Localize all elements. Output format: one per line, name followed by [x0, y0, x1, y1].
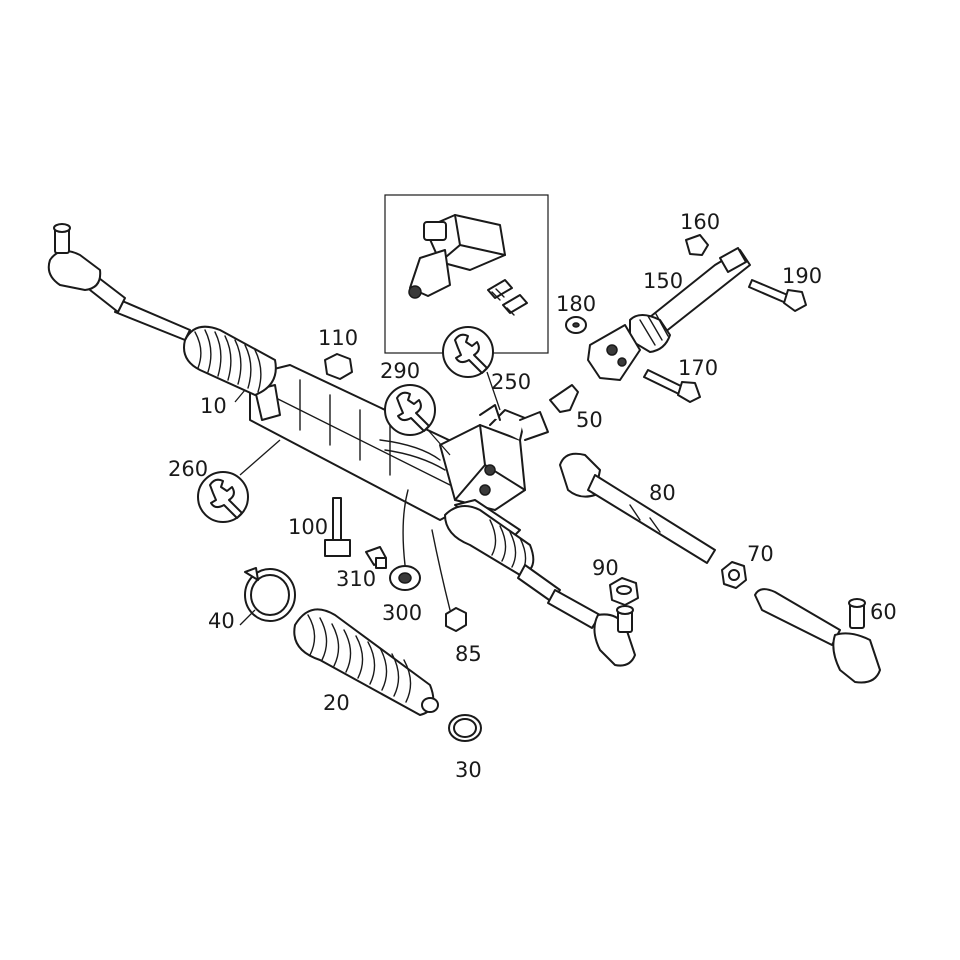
- ring-300: [389, 565, 421, 591]
- bolt-170: [643, 369, 701, 403]
- callout-170: 170: [678, 356, 718, 380]
- bolt-310: [365, 546, 387, 569]
- nut-90: [609, 577, 639, 606]
- left-tie-rod: [47, 223, 191, 341]
- clip-50: [549, 384, 579, 413]
- washer-180: [565, 316, 587, 334]
- nut-85: [445, 607, 467, 632]
- nut-110: [324, 353, 353, 380]
- callout-180: 180: [556, 292, 596, 316]
- pipe-line-b: [431, 529, 451, 611]
- callout-30: 30: [455, 758, 482, 782]
- callout-110: 110: [318, 326, 358, 350]
- callout-290: 290: [380, 359, 420, 383]
- wrench-icon: [442, 326, 494, 378]
- clamp-40: [244, 567, 296, 622]
- callout-250: 250: [491, 370, 531, 394]
- callout-40: 40: [208, 609, 235, 633]
- callout-260: 260: [168, 457, 208, 481]
- callout-20: 20: [323, 691, 350, 715]
- callout-300: 300: [382, 601, 422, 625]
- callout-60: 60: [870, 600, 897, 624]
- nut-70: [721, 561, 747, 589]
- tie-rod-end-60: [754, 588, 881, 684]
- callout-80: 80: [649, 481, 676, 505]
- steering-gear-housing: [249, 364, 549, 546]
- bolt-190: [748, 279, 807, 312]
- leader-lines: [234, 371, 501, 626]
- callout-90: 90: [592, 556, 619, 580]
- wrench-icon: [384, 384, 436, 436]
- callout-150: 150: [643, 269, 683, 293]
- tie-rod-80: [559, 452, 716, 564]
- clamp-30: [448, 714, 482, 742]
- right-bellows: [444, 505, 535, 576]
- callout-85: 85: [455, 642, 482, 666]
- callout-50: 50: [576, 408, 603, 432]
- right-tie-rod-attached: [517, 564, 636, 667]
- pipe-line-a: [402, 489, 409, 566]
- callout-labels: 10 20 30 40 50 60 70 80 85 90 100 110 15…: [168, 210, 897, 782]
- callout-310: 310: [336, 567, 376, 591]
- intermediate-shaft-150: [587, 247, 751, 381]
- callout-160: 160: [680, 210, 720, 234]
- callout-10: 10: [200, 394, 227, 418]
- callout-100: 100: [288, 515, 328, 539]
- washer-160: [685, 234, 709, 256]
- left-bellows: [183, 325, 277, 396]
- bellows-20: [293, 608, 439, 716]
- bolt-100: [324, 497, 351, 557]
- callout-70: 70: [747, 542, 774, 566]
- valve-detail-inset: [384, 194, 549, 354]
- wrench-icon: [197, 471, 249, 523]
- callout-190: 190: [782, 264, 822, 288]
